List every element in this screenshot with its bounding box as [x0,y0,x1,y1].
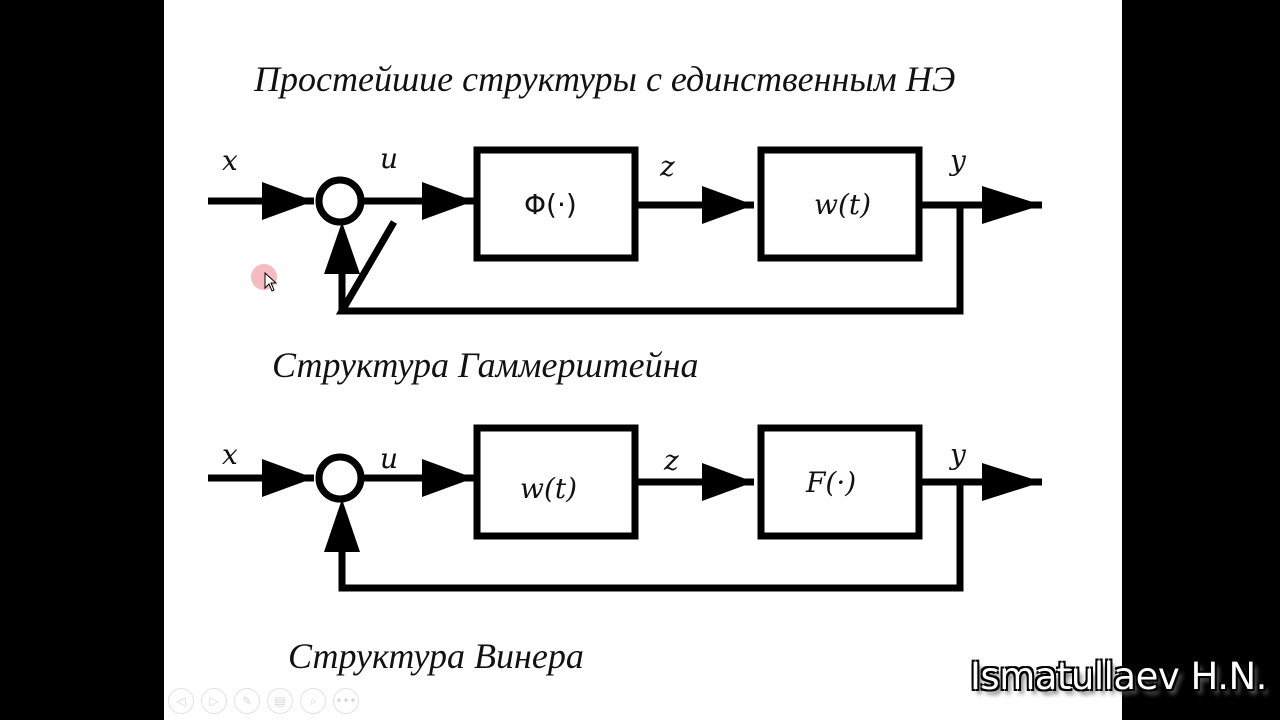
slideshow-nav: ◁ ▷ ✎ ▤ ⌕ ••• [168,688,359,714]
slides-grid-icon[interactable]: ▤ [267,688,293,714]
pen-icon[interactable]: ✎ [234,688,260,714]
wiener-diagram: x u w(t) z F(·) y [208,424,1042,592]
input-label: x [222,144,238,177]
feedback-arrow [324,222,360,274]
zoom-icon[interactable]: ⌕ [300,688,326,714]
block2-label: w(t) [814,188,871,221]
output-label: y [948,144,967,177]
block1-label: Φ(·) [524,188,577,221]
u-label: u [380,442,398,475]
u-label: u [380,142,398,175]
more-options-icon[interactable]: ••• [333,688,359,714]
input-arrow [262,182,314,220]
block1-label: w(t) [520,472,577,505]
output-label: y [948,438,967,471]
hammerstein-caption: Структура Гаммерштейна [272,345,699,385]
input-label: x [222,438,238,471]
block-diagrams: x u Φ(·) z w(t) y x u w(t) z F(·) [208,142,1042,592]
z-label: z [663,444,679,477]
z-arrow [702,186,754,224]
z-label: z [659,150,675,183]
block2-label: F(·) [805,466,856,499]
block1 [473,146,639,262]
block2 [757,146,923,262]
feedback-line [335,205,964,315]
presentation-slide: Простейшие структуры с единственным НЭ x… [164,0,1122,720]
summing-junction [315,176,365,226]
previous-slide-icon[interactable]: ◁ [168,688,194,714]
next-slide-icon[interactable]: ▷ [201,688,227,714]
block2 [757,424,923,540]
feedback-line [338,482,964,592]
wiener-caption: Структура Винера [288,636,584,676]
summing-junction [315,453,365,503]
author-watermark: Ismatullaev H.N. [970,655,1267,698]
mouse-cursor-icon [264,272,278,292]
slide-title: Простейшие структуры с единственным НЭ [254,59,956,99]
u-arrow [422,182,474,220]
hammerstein-diagram: x u Φ(·) z w(t) y [208,142,1042,315]
output-arrow [982,186,1042,224]
block1 [473,424,639,540]
